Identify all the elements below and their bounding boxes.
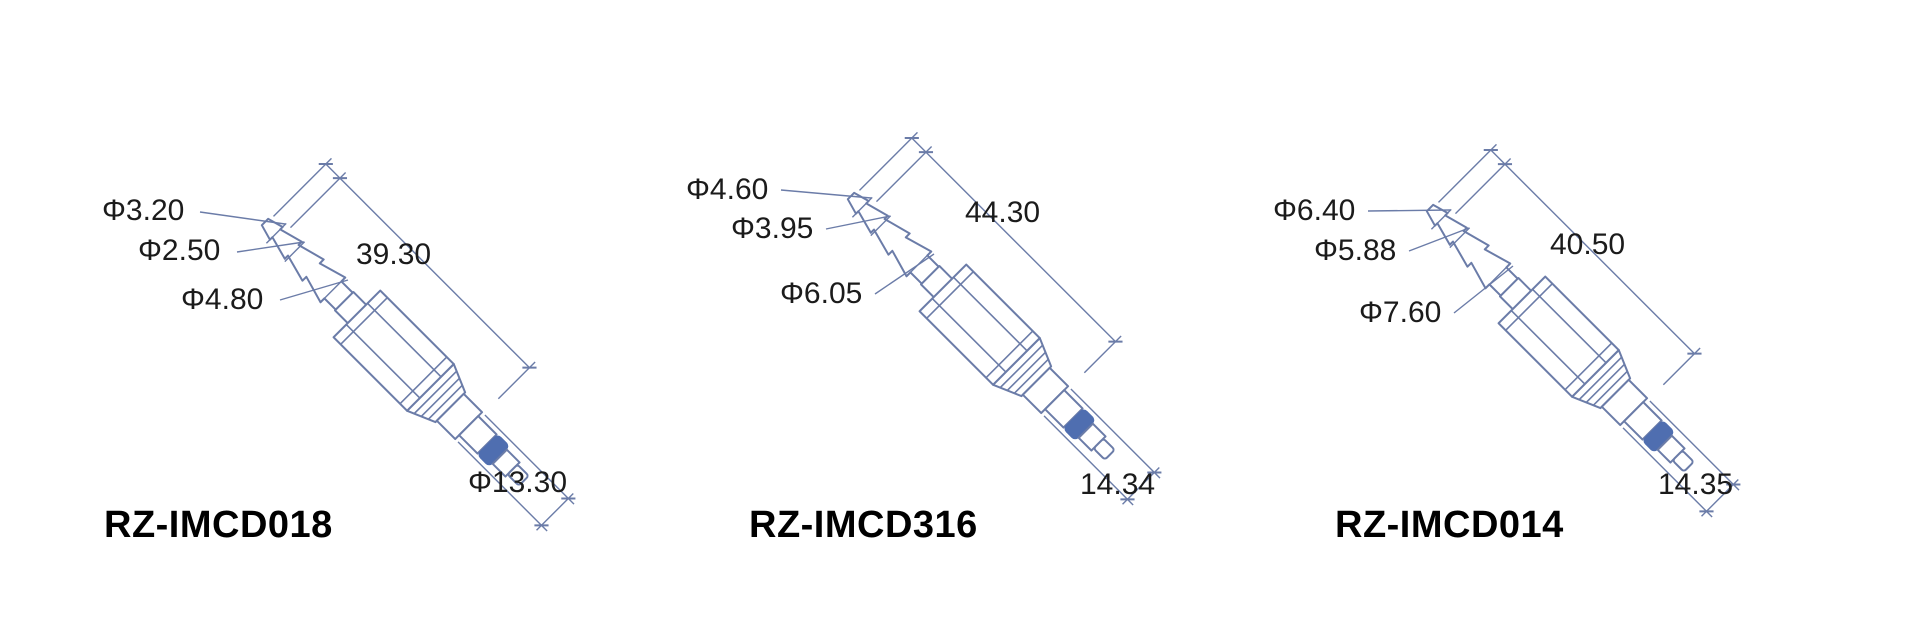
dim-label-groove-diameter-2: Φ3.95 [731, 212, 814, 245]
dim-label-end-diameter-2: 14.34 [1080, 468, 1156, 501]
dim-label-end-diameter-3: 14.35 [1658, 468, 1734, 501]
dim-label-groove-diameter-3: Φ5.88 [1314, 234, 1397, 267]
part-number-2: RZ-IMCD316 [749, 504, 978, 546]
connector-drawing-2 [824, 127, 1213, 516]
dim-label-length-1: 39.30 [356, 238, 432, 271]
dim-label-tip-diameter-2: Φ4.60 [686, 173, 769, 206]
connector-drawing-1 [238, 153, 627, 542]
dim-label-groove-diameter-1: Φ2.50 [138, 234, 221, 267]
dim-label-length-3: 40.50 [1550, 228, 1626, 261]
leader-lines-figure-2 [780, 189, 935, 295]
dim-label-end-diameter-1: Φ13.30 [468, 466, 568, 499]
part-number-1: RZ-IMCD018 [104, 504, 333, 546]
dim-label-barb-diameter-1: Φ4.80 [181, 283, 264, 316]
leader-lines-figure-1 [199, 211, 349, 301]
dim-label-tip-diameter-1: Φ3.20 [102, 194, 185, 227]
dim-label-barb-diameter-2: Φ6.05 [780, 277, 863, 310]
dim-label-tip-diameter-3: Φ6.40 [1273, 194, 1356, 227]
leader-lines-figure-3 [1367, 209, 1514, 314]
part-number-3: RZ-IMCD014 [1335, 504, 1564, 546]
dim-label-length-2: 44.30 [965, 196, 1041, 229]
dim-label-barb-diameter-3: Φ7.60 [1359, 296, 1442, 329]
